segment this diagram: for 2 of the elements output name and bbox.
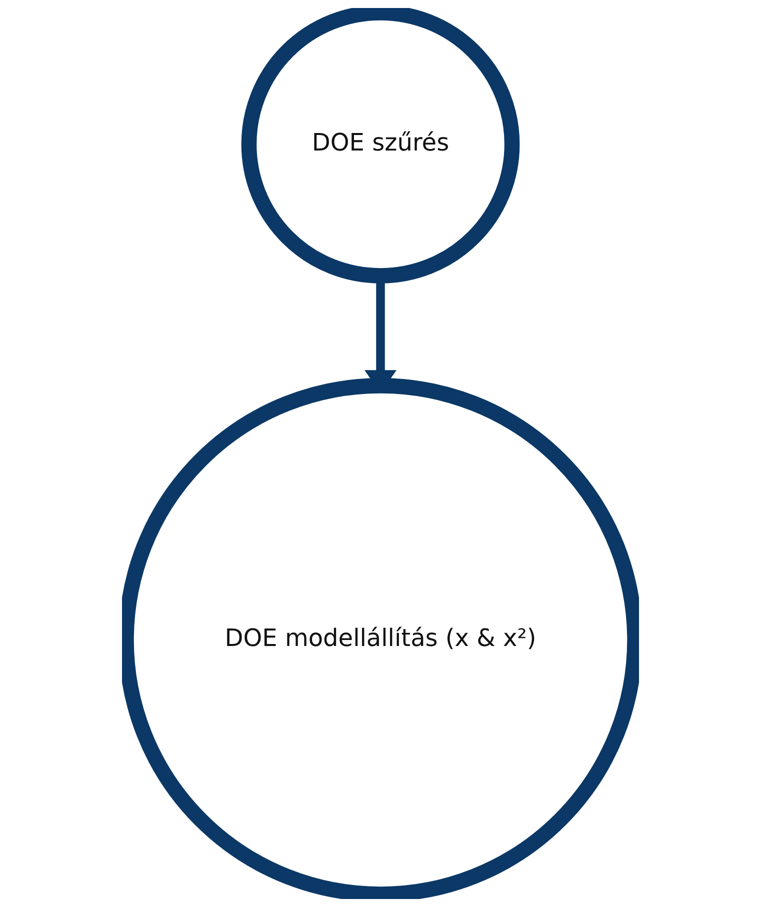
node-circle: DOE modellállítás (x & x²) [122, 378, 639, 899]
node-circle: DOE szűrés [241, 8, 520, 284]
